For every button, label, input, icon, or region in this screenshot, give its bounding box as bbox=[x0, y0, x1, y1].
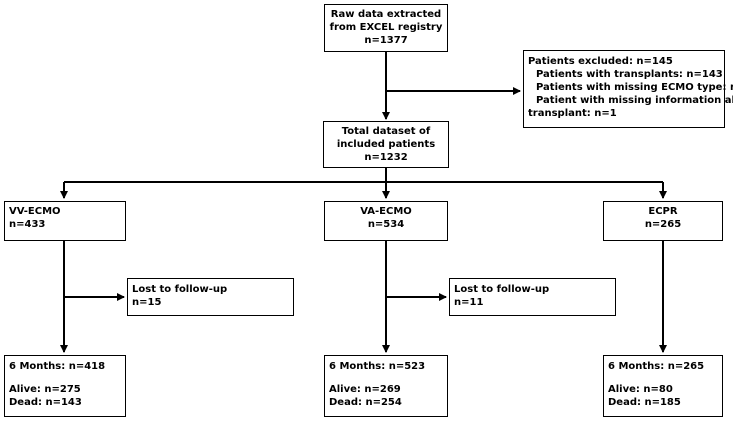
vv-ecmo-box: VV-ECMO n=433 bbox=[4, 201, 126, 241]
va-ecmo-box: VA-ECMO n=534 bbox=[324, 201, 448, 241]
lost-vv-label: Lost to follow-up bbox=[132, 284, 228, 295]
outcome-vv-dead: Dead: n=143 bbox=[9, 397, 82, 408]
total-line-1: Total dataset of bbox=[341, 126, 431, 137]
outcome-ecpr-box: 6 Months: n=265 Alive: n=80 Dead: n=185 bbox=[603, 355, 723, 417]
outcome-va-alive: Alive: n=269 bbox=[329, 384, 401, 395]
lost-va-label: Lost to follow-up bbox=[454, 284, 550, 295]
excluded-line-2: Patients with missing ECMO type: n=1 bbox=[536, 82, 733, 93]
ecpr-box: ECPR n=265 bbox=[603, 201, 723, 241]
ecpr-count: n=265 bbox=[644, 219, 682, 230]
outcome-vv-box: 6 Months: n=418 Alive: n=275 Dead: n=143 bbox=[4, 355, 126, 417]
outcome-ecpr-alive: Alive: n=80 bbox=[608, 384, 673, 395]
outcome-va-dead: Dead: n=254 bbox=[329, 397, 402, 408]
total-line-3: n=1232 bbox=[364, 152, 408, 163]
total-line-2: included patients bbox=[336, 139, 436, 150]
excluded-line-4: transplant: n=1 bbox=[528, 108, 617, 119]
outcome-vv-head: 6 Months: n=418 bbox=[9, 361, 106, 372]
raw-line-2: from EXCEL registry bbox=[329, 22, 443, 33]
excluded-line-1: Patients with transplants: n=143 bbox=[536, 69, 723, 80]
va-label: VA-ECMO bbox=[360, 206, 412, 217]
outcome-ecpr-head: 6 Months: n=265 bbox=[608, 361, 705, 372]
vv-count: n=433 bbox=[9, 219, 46, 230]
outcome-va-head: 6 Months: n=523 bbox=[329, 361, 426, 372]
excluded-line-3: Patient with missing information about bbox=[536, 95, 733, 106]
va-count: n=534 bbox=[367, 219, 405, 230]
lost-va-box: Lost to follow-up n=11 bbox=[449, 278, 616, 316]
lost-vv-box: Lost to follow-up n=15 bbox=[127, 278, 294, 316]
raw-data-box: Raw data extracted from EXCEL registry n… bbox=[324, 4, 448, 52]
outcome-ecpr-dead: Dead: n=185 bbox=[608, 397, 681, 408]
excluded-box: Patients excluded: n=145 Patients with t… bbox=[523, 50, 733, 128]
lost-va-count: n=11 bbox=[454, 297, 484, 308]
total-dataset-box: Total dataset of included patients n=123… bbox=[323, 121, 449, 168]
outcome-va-box: 6 Months: n=523 Alive: n=269 Dead: n=254 bbox=[324, 355, 448, 417]
lost-vv-count: n=15 bbox=[132, 297, 162, 308]
vv-label: VV-ECMO bbox=[9, 206, 61, 217]
raw-line-1: Raw data extracted bbox=[330, 9, 442, 20]
ecpr-label: ECPR bbox=[648, 206, 678, 217]
excluded-title: Patients excluded: n=145 bbox=[528, 56, 673, 67]
raw-line-3: n=1377 bbox=[364, 35, 408, 46]
outcome-vv-alive: Alive: n=275 bbox=[9, 384, 81, 395]
